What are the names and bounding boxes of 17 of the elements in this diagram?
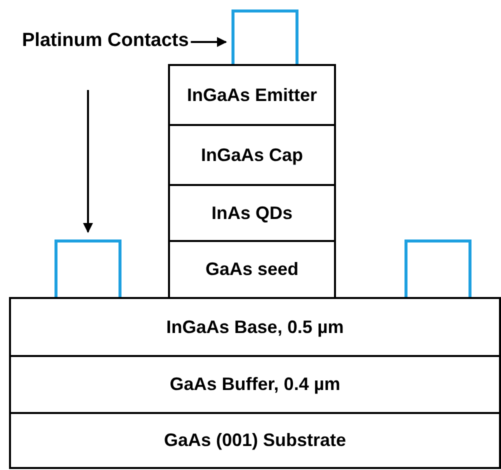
layer-box xyxy=(9,412,501,469)
layer-label: InGaAs Emitter xyxy=(186,84,318,106)
layer-label: InGaAs Cap xyxy=(200,144,304,166)
layer-label: GaAs seed xyxy=(205,259,299,280)
layer-label: InGaAs Base, 0.5 µm xyxy=(166,316,344,338)
layer-label: GaAs Buffer, 0.4 µm xyxy=(170,374,340,395)
layer-box xyxy=(168,184,336,242)
layer-box xyxy=(168,240,336,299)
layer-box xyxy=(168,124,336,186)
callout-label: Platinum Contacts xyxy=(22,28,189,80)
arrow xyxy=(83,90,93,233)
layer-box xyxy=(9,297,501,357)
layer-box xyxy=(168,64,336,126)
arrow xyxy=(190,37,227,47)
layer-box xyxy=(9,355,501,414)
layer-label: GaAs (001) Substrate xyxy=(164,430,346,451)
layer-label: InAs QDs xyxy=(211,202,293,224)
